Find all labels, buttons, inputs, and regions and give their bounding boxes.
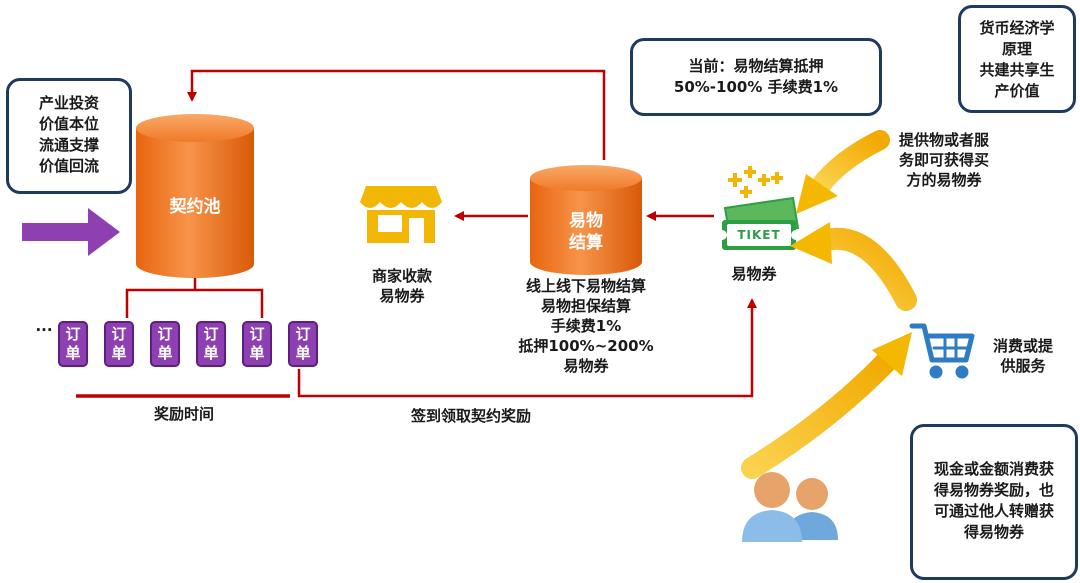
desc-line: 线上线下易物结算 [525, 277, 646, 295]
provide-line: 务即可获得买 [898, 151, 989, 169]
order-text: 订单 [152, 325, 178, 363]
settlement-line: 易物 [569, 211, 603, 231]
contract-pool-cylinder [136, 114, 254, 278]
box-line: 产业投资 [38, 94, 99, 112]
box-line: 得易物券奖励，也 [933, 481, 1054, 499]
order-block: 订单 [242, 321, 272, 367]
order-char: 订 [157, 325, 173, 343]
merchant-line: 易物券 [379, 287, 425, 305]
order-block: 订单 [150, 321, 180, 367]
ticket-icon [717, 166, 801, 250]
order-char: 单 [249, 344, 265, 362]
provide-curved-arrow [796, 130, 890, 214]
order-char: 单 [295, 344, 311, 362]
desc-line: 手续费1% [550, 317, 622, 335]
order-text: 订单 [290, 325, 316, 363]
consume-text: 消费或提 供服务 [980, 336, 1066, 376]
merchant-label: 商家收款 易物券 [360, 266, 444, 306]
order-block: 订单 [58, 321, 88, 367]
ellipsis: ... [35, 317, 53, 335]
order-char: 单 [203, 344, 219, 362]
order-text: 订单 [244, 325, 270, 363]
box-line: 共建共享生 [979, 61, 1055, 79]
settlement-label: 易物 结算 [551, 210, 621, 254]
box-line: 货币经济学 [979, 19, 1055, 37]
order-to-voucher-arrow [297, 298, 757, 398]
return-arrow [187, 69, 606, 160]
industry-investment-box: 产业投资 价值本位 流通支撑 价值回流 [6, 78, 132, 194]
order-block: 订单 [196, 321, 226, 367]
input-arrow [22, 208, 120, 256]
voucher-label: 易物券 [731, 265, 777, 283]
user-to-cart-curved-arrow [741, 332, 912, 479]
box-line: 价值本位 [38, 115, 99, 133]
shop-icon [360, 186, 442, 243]
settlement-cylinder [530, 165, 642, 275]
order-block: 订单 [104, 321, 134, 367]
settlement-line: 结算 [569, 233, 603, 253]
desc-line: 易物券 [563, 357, 609, 375]
sign-in-reward-label: 签到领取契约奖励 [410, 407, 531, 425]
current-settlement-box: 当前：易物结算抵押 50%-100% 手续费1% [630, 38, 882, 116]
consume-line: 供服务 [1000, 357, 1046, 375]
box-line: 价值回流 [38, 157, 99, 175]
ticket-text: TIKET [737, 228, 781, 242]
reward-time-label: 奖励时间 [153, 405, 214, 423]
pool-to-orders-connector [125, 288, 264, 318]
box-line: 原理 [1001, 40, 1032, 58]
order-char: 单 [157, 344, 173, 362]
desc-line: 易物担保结算 [540, 297, 631, 315]
box-line: 可通过他人转赠获 [933, 502, 1054, 520]
box-line: 得易物券 [963, 523, 1024, 541]
box-line: 现金或金额消费获 [933, 460, 1054, 478]
box-line: 流通支撑 [38, 136, 99, 154]
provide-service-text: 提供物或者服 务即可获得买 方的易物券 [882, 130, 1006, 190]
contract-pool-label: 契约池 [169, 197, 221, 217]
desc-line: 抵押100%~200% [518, 337, 654, 355]
order-char: 订 [65, 325, 81, 343]
order-text: 订单 [60, 325, 86, 363]
shopping-cart-icon [909, 323, 975, 379]
consume-line: 消费或提 [992, 337, 1053, 355]
order-block: 订单 [288, 321, 318, 367]
cart-to-voucher-curved-arrow [790, 222, 917, 311]
merchant-line: 商家收款 [371, 267, 432, 285]
provide-line: 提供物或者服 [898, 131, 989, 149]
order-char: 单 [65, 344, 81, 362]
monetary-economics-box: 货币经济学 原理 共建共享生 产价值 [958, 5, 1076, 113]
order-char: 订 [249, 325, 265, 343]
box-line: 产价值 [994, 82, 1040, 100]
order-char: 单 [111, 344, 127, 362]
box-line: 50%-100% 手续费1% [673, 78, 839, 96]
order-char: 订 [111, 325, 127, 343]
order-char: 订 [295, 325, 311, 343]
order-text: 订单 [198, 325, 224, 363]
order-text: 订单 [106, 325, 132, 363]
settlement-description: 线上线下易物结算 易物担保结算 手续费1% 抵押100%~200% 易物券 [500, 276, 672, 376]
cash-reward-box: 现金或金额消费获 得易物券奖励，也 可通过他人转赠获 得易物券 [910, 424, 1078, 580]
provide-line: 方的易物券 [906, 171, 982, 189]
users-icon [742, 472, 838, 542]
order-char: 订 [203, 325, 219, 343]
box-line: 当前：易物结算抵押 [688, 57, 824, 75]
